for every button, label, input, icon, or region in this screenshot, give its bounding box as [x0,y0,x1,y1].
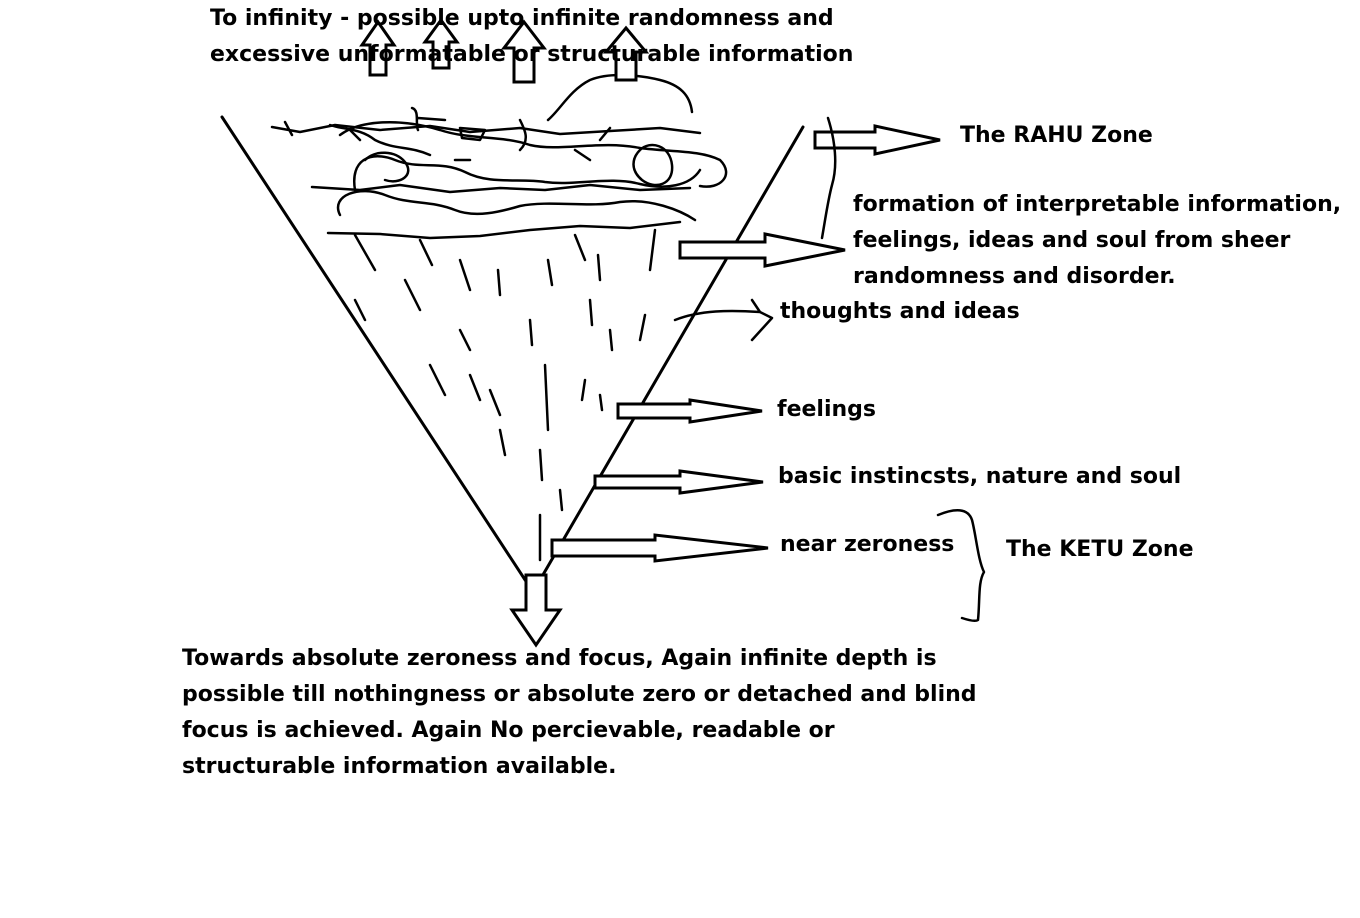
instincts-label: basic instincsts, nature and soul [778,464,1182,489]
ketu-zone-label: The KETU Zone [1006,537,1194,562]
rahu-zone-label: The RAHU Zone [960,123,1153,148]
ketu-brace [936,509,986,623]
thoughts-arrow [673,298,774,342]
bottom-text-line4: structurable information available. [182,754,617,779]
down-arrow [509,573,563,648]
bottom-text-line2: possible till nothingness or absolute ze… [182,682,977,707]
right-arrows [550,124,941,563]
cone-right-edge [531,125,805,594]
top-text-line1: To infinity - possible upto infinite ran… [210,6,834,31]
thoughts-label: thoughts and ideas [780,299,1020,324]
formation-line1: formation of interpretable information, [853,192,1342,217]
formation-line2: feelings, ideas and soul from sheer [853,228,1291,253]
cone-left-edge [220,115,535,594]
randomness-scribbles [270,73,728,240]
near-zero-label: near zeroness [780,532,955,557]
bottom-text-line1: Towards absolute zeroness and focus, Aga… [182,646,937,671]
bottom-text-line3: focus is achieved. Again No percievable,… [182,718,835,743]
feelings-label: feelings [777,397,876,422]
formation-line3: randomness and disorder. [853,264,1176,289]
top-text-line2: excessive unformatable or structurable i… [210,42,854,67]
cone-hatching [353,228,657,562]
rahu-connector [820,116,837,240]
up-arrows [359,17,650,84]
